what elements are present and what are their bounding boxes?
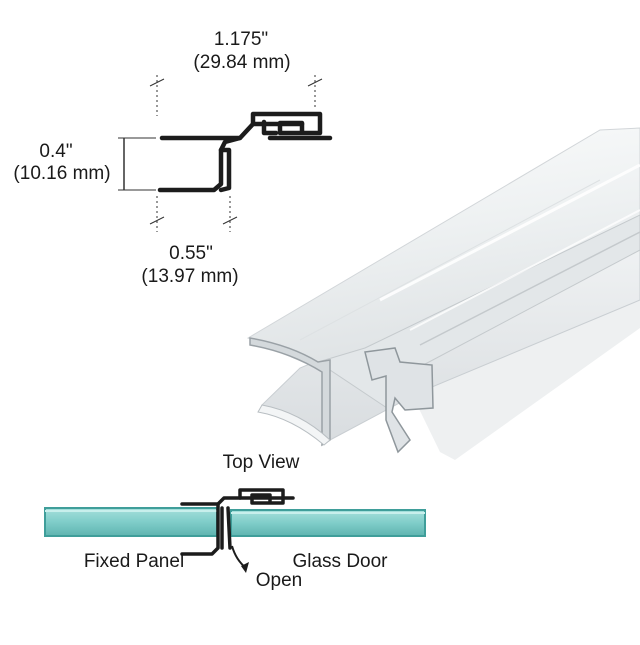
dimension-lines (118, 75, 323, 232)
open-arrow-head (241, 562, 249, 573)
seal-ridge-1 (419, 231, 640, 346)
profile-stem (218, 147, 232, 193)
profile-upper-fin (159, 121, 305, 141)
top-view-title: Top View (222, 452, 300, 473)
profile-hook (250, 111, 323, 136)
seal-ridge-2 (299, 179, 601, 341)
top-view-illustration (44, 488, 426, 573)
channel-width-inch-label: 0.55" (169, 243, 213, 264)
top-view-seal (180, 488, 295, 556)
seal-end-hook (364, 347, 434, 454)
overall-width-tick-left (149, 78, 165, 87)
profile-channel (157, 135, 243, 193)
height-mm-label: (10.16 mm) (13, 163, 111, 184)
glass-door-glass (230, 509, 426, 537)
seal-highlight-2 (409, 209, 640, 331)
profile-cross-section (157, 111, 333, 193)
channel-tick-right (222, 216, 238, 225)
height-inch-label: 0.4" (39, 141, 73, 162)
profile-hook-inner (261, 119, 279, 136)
overall-width-inch-label: 1.175" (213, 29, 269, 50)
fixed-panel-label: Fixed Panel (83, 551, 185, 572)
channel-tick-left (149, 216, 165, 225)
seal-lower-lip (257, 404, 331, 446)
seal-product-render (246, 127, 640, 460)
overall-width-mm-label: (29.84 mm) (193, 52, 291, 73)
glass-door-label: Glass Door (292, 551, 388, 572)
seal-shadow-plane (405, 300, 640, 460)
overall-width-tick-right (307, 78, 323, 87)
channel-width-mm-label: (13.97 mm) (141, 266, 239, 287)
seal-highlight-1 (379, 163, 640, 302)
open-label: Open (255, 570, 303, 591)
fixed-panel-glass (44, 507, 218, 537)
